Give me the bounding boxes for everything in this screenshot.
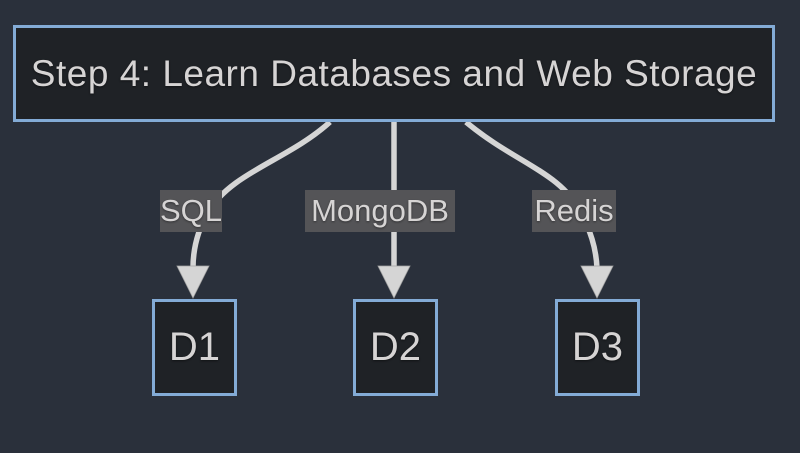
node-d2-label: D2 — [369, 325, 422, 369]
edge-label-mongodb: MongoDB — [305, 190, 455, 232]
node-d3: D3 — [555, 299, 640, 396]
edge-label-sql: SQL — [160, 190, 222, 232]
node-d2: D2 — [353, 299, 438, 396]
diagram-title: Step 4: Learn Databases and Web Storage — [30, 52, 758, 94]
node-d3-label: D3 — [571, 325, 624, 369]
node-d1-label: D1 — [168, 325, 221, 369]
arrow-down-icon — [176, 265, 210, 299]
edge-label-redis: Redis — [532, 190, 616, 232]
arrow-down-icon — [377, 265, 411, 299]
node-d1: D1 — [152, 299, 237, 396]
title-node: Step 4: Learn Databases and Web Storage — [13, 25, 775, 122]
arrow-down-icon — [580, 265, 614, 299]
